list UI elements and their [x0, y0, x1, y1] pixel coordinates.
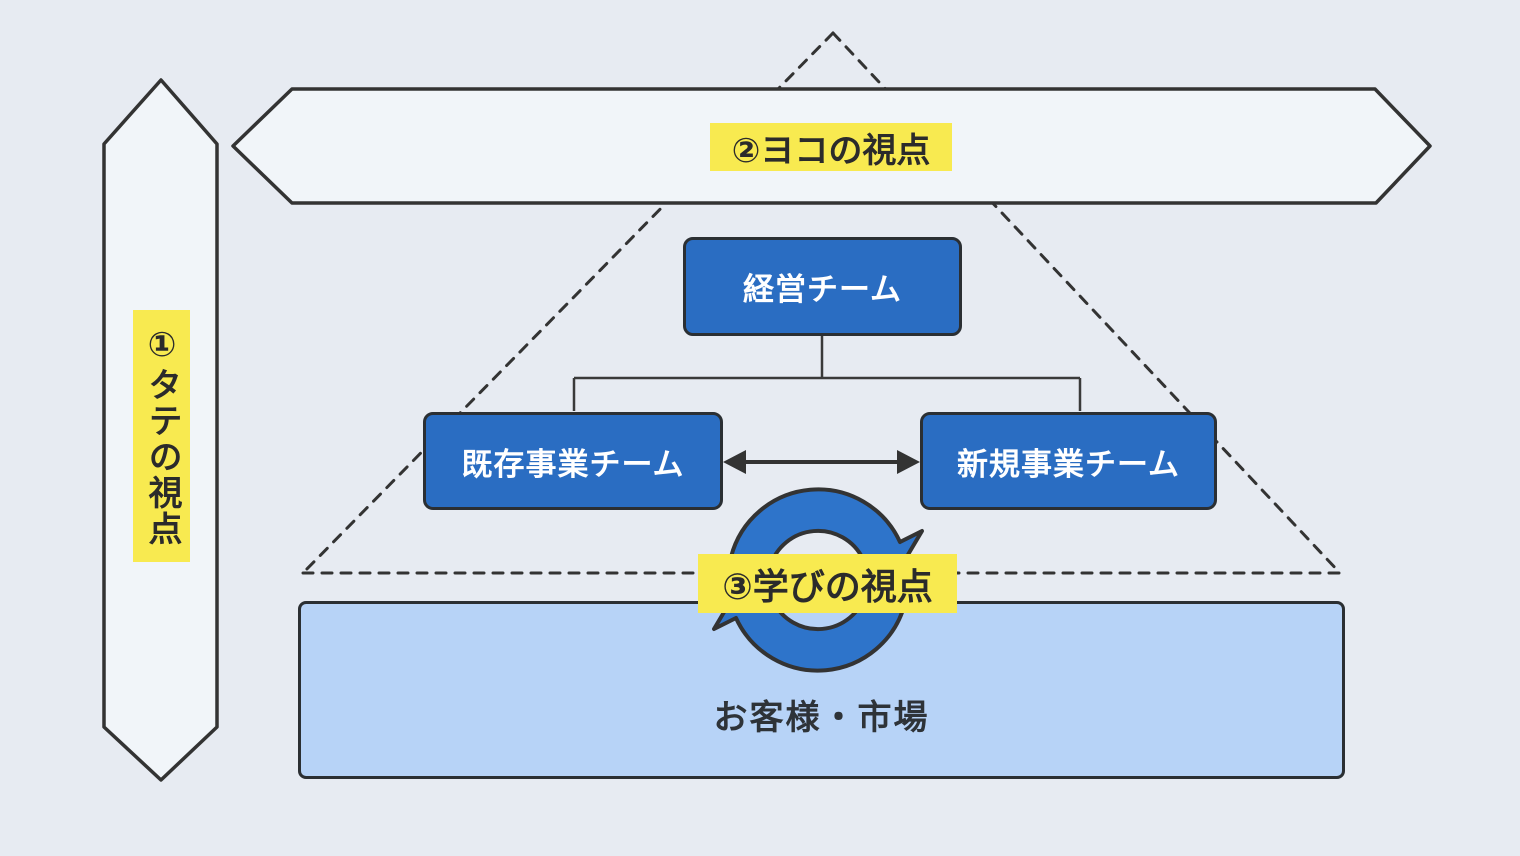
vertical-axis-label: ①タテの視点 — [133, 310, 190, 562]
market-label: お客様・市場 — [713, 699, 930, 737]
horizontal-axis-label: ②ヨコの視点 — [710, 123, 952, 171]
learning-axis-label: ③学びの視点 — [698, 554, 957, 613]
